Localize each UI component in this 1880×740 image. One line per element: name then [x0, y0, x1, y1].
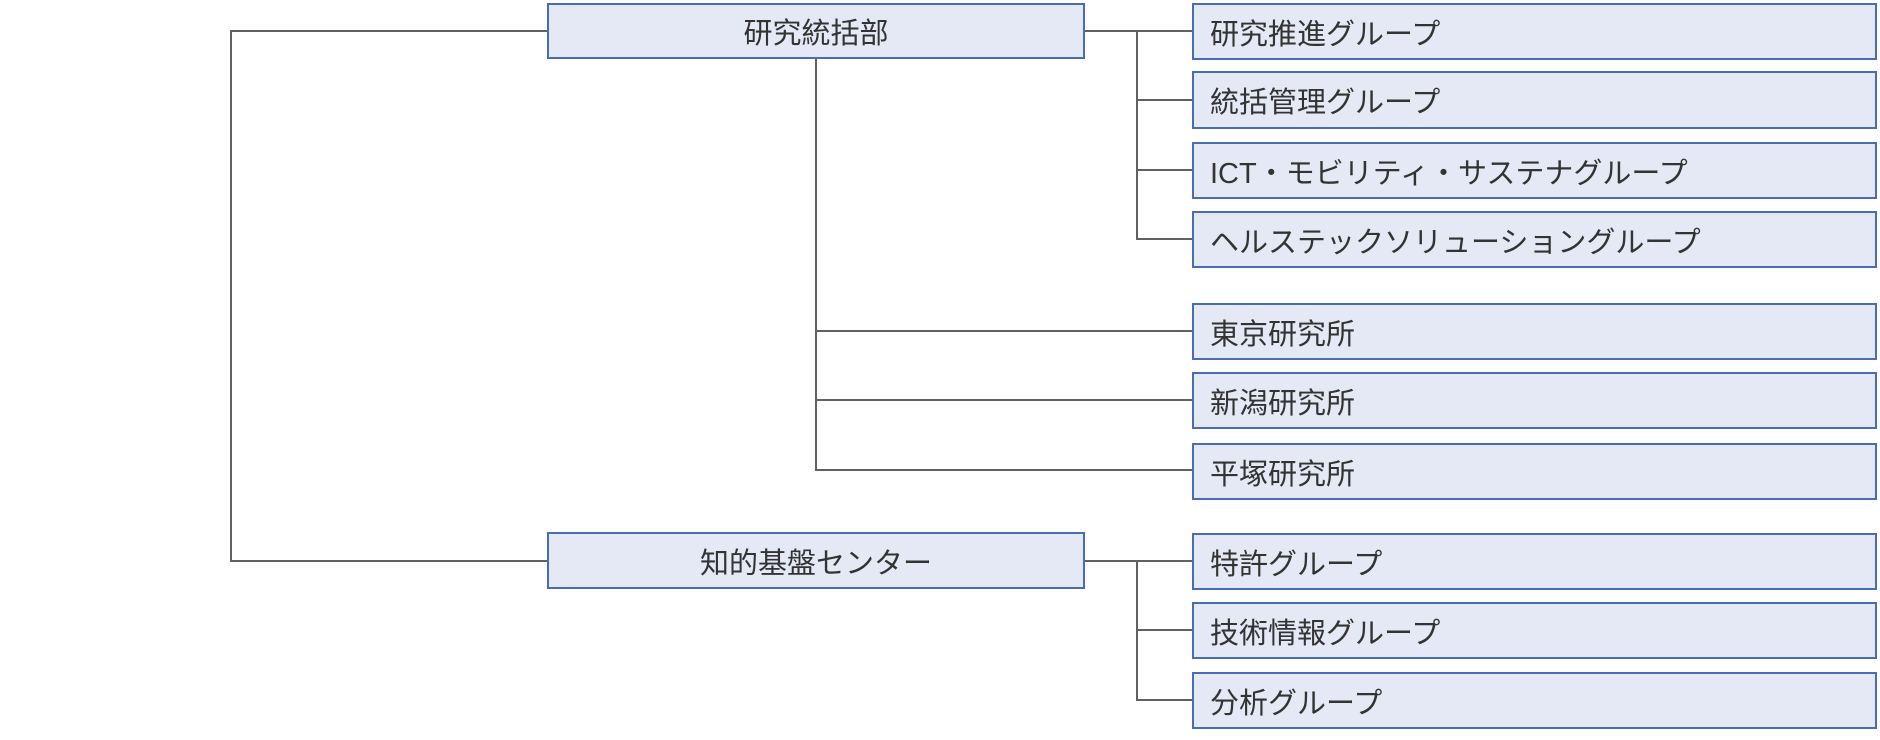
institute-box-hiratsuka: 平塚研究所 [1192, 443, 1877, 500]
connector-institute2-horizontal [815, 399, 1192, 401]
connector-group3-horizontal [1136, 169, 1192, 171]
institute-box-tokyo: 東京研究所 [1192, 303, 1877, 360]
group-box-technical-information: 技術情報グループ [1192, 602, 1877, 659]
connector-institute-trunk-vertical [815, 59, 817, 471]
connector-left-bottom-horizontal [230, 560, 547, 562]
connector-dept1-right-horizontal [1085, 30, 1137, 32]
connector-left-trunk-vertical [230, 30, 232, 562]
connector-dept2-right-horizontal [1085, 560, 1137, 562]
connector-institute3-horizontal [815, 469, 1192, 471]
institute-box-niigata: 新潟研究所 [1192, 372, 1877, 429]
connector-group1-horizontal [1136, 30, 1192, 32]
group-box-research-promotion: 研究推進グループ [1192, 3, 1877, 60]
group-box-supervision-management: 統括管理グループ [1192, 71, 1877, 129]
connector-dept1-branch-vertical [1136, 30, 1138, 240]
dept-box-intellectual-infrastructure-center: 知的基盤センター [547, 532, 1085, 589]
connector-group4-horizontal [1136, 238, 1192, 240]
group-box-healthtech-solution: ヘルステックソリューショングループ [1192, 211, 1877, 268]
connector-bgroup1-horizontal [1136, 560, 1192, 562]
group-box-analysis: 分析グループ [1192, 672, 1877, 729]
connector-bgroup2-horizontal [1136, 629, 1192, 631]
dept-box-research-supervision: 研究統括部 [547, 3, 1085, 59]
connector-bgroup3-horizontal [1136, 699, 1192, 701]
connector-group2-horizontal [1136, 99, 1192, 101]
connector-left-top-horizontal [230, 30, 547, 32]
connector-institute1-horizontal [815, 330, 1192, 332]
group-box-patent: 特許グループ [1192, 533, 1877, 590]
group-box-ict-mobility-sustainability: ICT・モビリティ・サステナグループ [1192, 142, 1877, 199]
